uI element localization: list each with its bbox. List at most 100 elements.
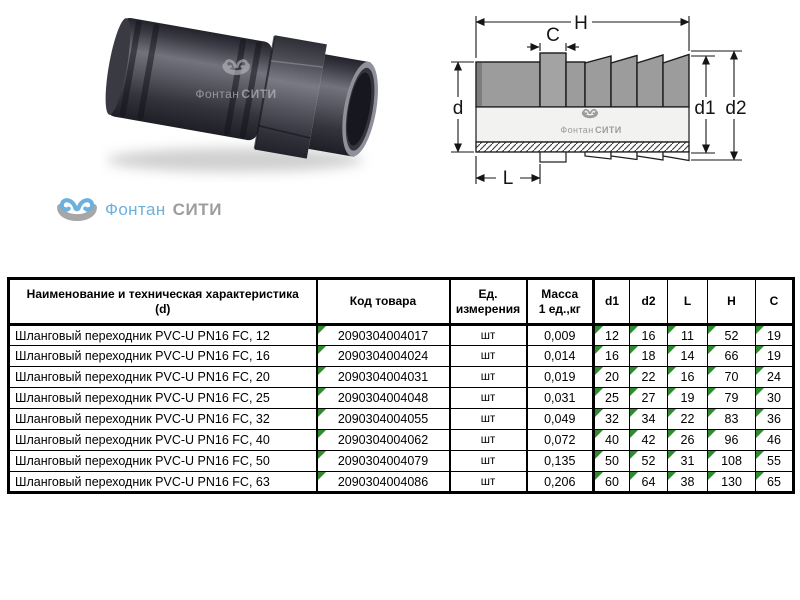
col-header-H: H — [707, 278, 756, 326]
excel-flag-triangle — [630, 472, 638, 480]
excel-flag-triangle — [668, 326, 676, 334]
barb-tooth — [610, 54, 638, 108]
cell-d1: 40 — [593, 429, 630, 451]
cell-name: Шланговый переходник PVC-U PN16 FC, 63 — [8, 471, 318, 493]
cell-name: Шланговый переходник PVC-U PN16 FC, 12 — [8, 324, 318, 346]
fountain-icon — [57, 198, 97, 221]
cell-unit: шт — [449, 450, 528, 472]
cell-L: 14 — [667, 345, 708, 367]
dim-label-d: d — [453, 98, 464, 119]
cell-d1: 16 — [593, 345, 630, 367]
cell-code: 2090304004017 — [316, 324, 451, 346]
cell-H: 130 — [707, 471, 756, 493]
excel-flag-triangle — [630, 367, 638, 375]
col-header-mass: Масса 1 ед.,кг — [526, 278, 595, 326]
cell-mass: 0,135 — [526, 450, 595, 472]
excel-flag-triangle — [708, 430, 716, 438]
cell-L: 26 — [667, 429, 708, 451]
brand-first: Фонтан — [105, 200, 166, 219]
dim-label-L: L — [503, 168, 514, 189]
barb-groove — [119, 20, 142, 118]
excel-flag-triangle — [317, 430, 326, 438]
dimension-lines — [451, 16, 742, 184]
col-header-name: Наименование и техническая характеристик… — [8, 278, 318, 326]
cell-L: 31 — [667, 450, 708, 472]
excel-flag-triangle — [630, 346, 638, 354]
cell-d2: 27 — [629, 387, 668, 409]
cell-C: 19 — [755, 324, 794, 346]
table-header-row: Наименование и техническая характеристик… — [8, 278, 794, 326]
cell-H: 96 — [707, 429, 756, 451]
excel-flag-triangle — [630, 326, 638, 334]
excel-flag-triangle — [595, 472, 603, 480]
excel-flag-triangle — [708, 326, 716, 334]
excel-flag-triangle — [595, 346, 603, 354]
cell-name: Шланговый переходник PVC-U PN16 FC, 20 — [8, 366, 318, 388]
cell-name: Шланговый переходник PVC-U PN16 FC, 32 — [8, 408, 318, 430]
barb-end-cap — [105, 18, 131, 115]
cell-code: 2090304004086 — [316, 471, 451, 493]
cell-code: 2090304004024 — [316, 345, 451, 367]
cell-d2: 42 — [629, 429, 668, 451]
excel-flag-triangle — [630, 388, 638, 396]
dim-label-d2: d2 — [725, 98, 746, 119]
cell-d1: 32 — [593, 408, 630, 430]
cell-L: 11 — [667, 324, 708, 346]
cell-d2: 64 — [629, 471, 668, 493]
cell-name: Шланговый переходник PVC-U PN16 FC, 50 — [8, 450, 318, 472]
watermark-fountain-icon — [581, 111, 599, 119]
excel-flag-triangle — [756, 326, 764, 334]
excel-flag-triangle — [317, 367, 326, 375]
cell-mass: 0,031 — [526, 387, 595, 409]
cell-code: 2090304004079 — [316, 450, 451, 472]
excel-flag-triangle — [756, 409, 764, 417]
cell-mass: 0,019 — [526, 366, 595, 388]
excel-flag-triangle — [317, 346, 326, 354]
dim-label-d1: d1 — [694, 98, 715, 119]
cell-name: Шланговый переходник PVC-U PN16 FC, 40 — [8, 429, 318, 451]
hatch-band — [475, 141, 690, 153]
cell-unit: шт — [449, 471, 528, 493]
excel-flag-triangle — [708, 367, 716, 375]
cell-L: 16 — [667, 366, 708, 388]
cell-name: Шланговый переходник PVC-U PN16 FC, 16 — [8, 345, 318, 367]
excel-flag-triangle — [668, 430, 676, 438]
excel-flag-triangle — [595, 367, 603, 375]
cell-mass: 0,014 — [526, 345, 595, 367]
excel-flag-triangle — [668, 346, 676, 354]
cell-C: 19 — [755, 345, 794, 367]
cell-d2: 34 — [629, 408, 668, 430]
cell-d1: 60 — [593, 471, 630, 493]
barb-tooth — [584, 55, 612, 108]
brand-second: СИТИ — [172, 200, 223, 219]
fitting-body — [105, 17, 378, 159]
excel-flag-triangle — [630, 430, 638, 438]
excel-flag-triangle — [317, 472, 326, 480]
col-header-code: Код товара — [316, 278, 451, 326]
cell-unit: шт — [449, 345, 528, 367]
barb-tooth — [662, 53, 690, 108]
cell-code: 2090304004048 — [316, 387, 451, 409]
cell-d1: 50 — [593, 450, 630, 472]
barb-groove — [239, 41, 262, 139]
cell-code: 2090304004055 — [316, 408, 451, 430]
cell-H: 83 — [707, 408, 756, 430]
excel-flag-triangle — [668, 451, 676, 459]
excel-flag-triangle — [668, 388, 676, 396]
excel-flag-triangle — [708, 451, 716, 459]
excel-flag-triangle — [317, 388, 326, 396]
cell-C: 65 — [755, 471, 794, 493]
col-header-C: C — [755, 278, 794, 326]
excel-flag-triangle — [595, 451, 603, 459]
cell-unit: шт — [449, 366, 528, 388]
excel-flag-triangle — [630, 409, 638, 417]
